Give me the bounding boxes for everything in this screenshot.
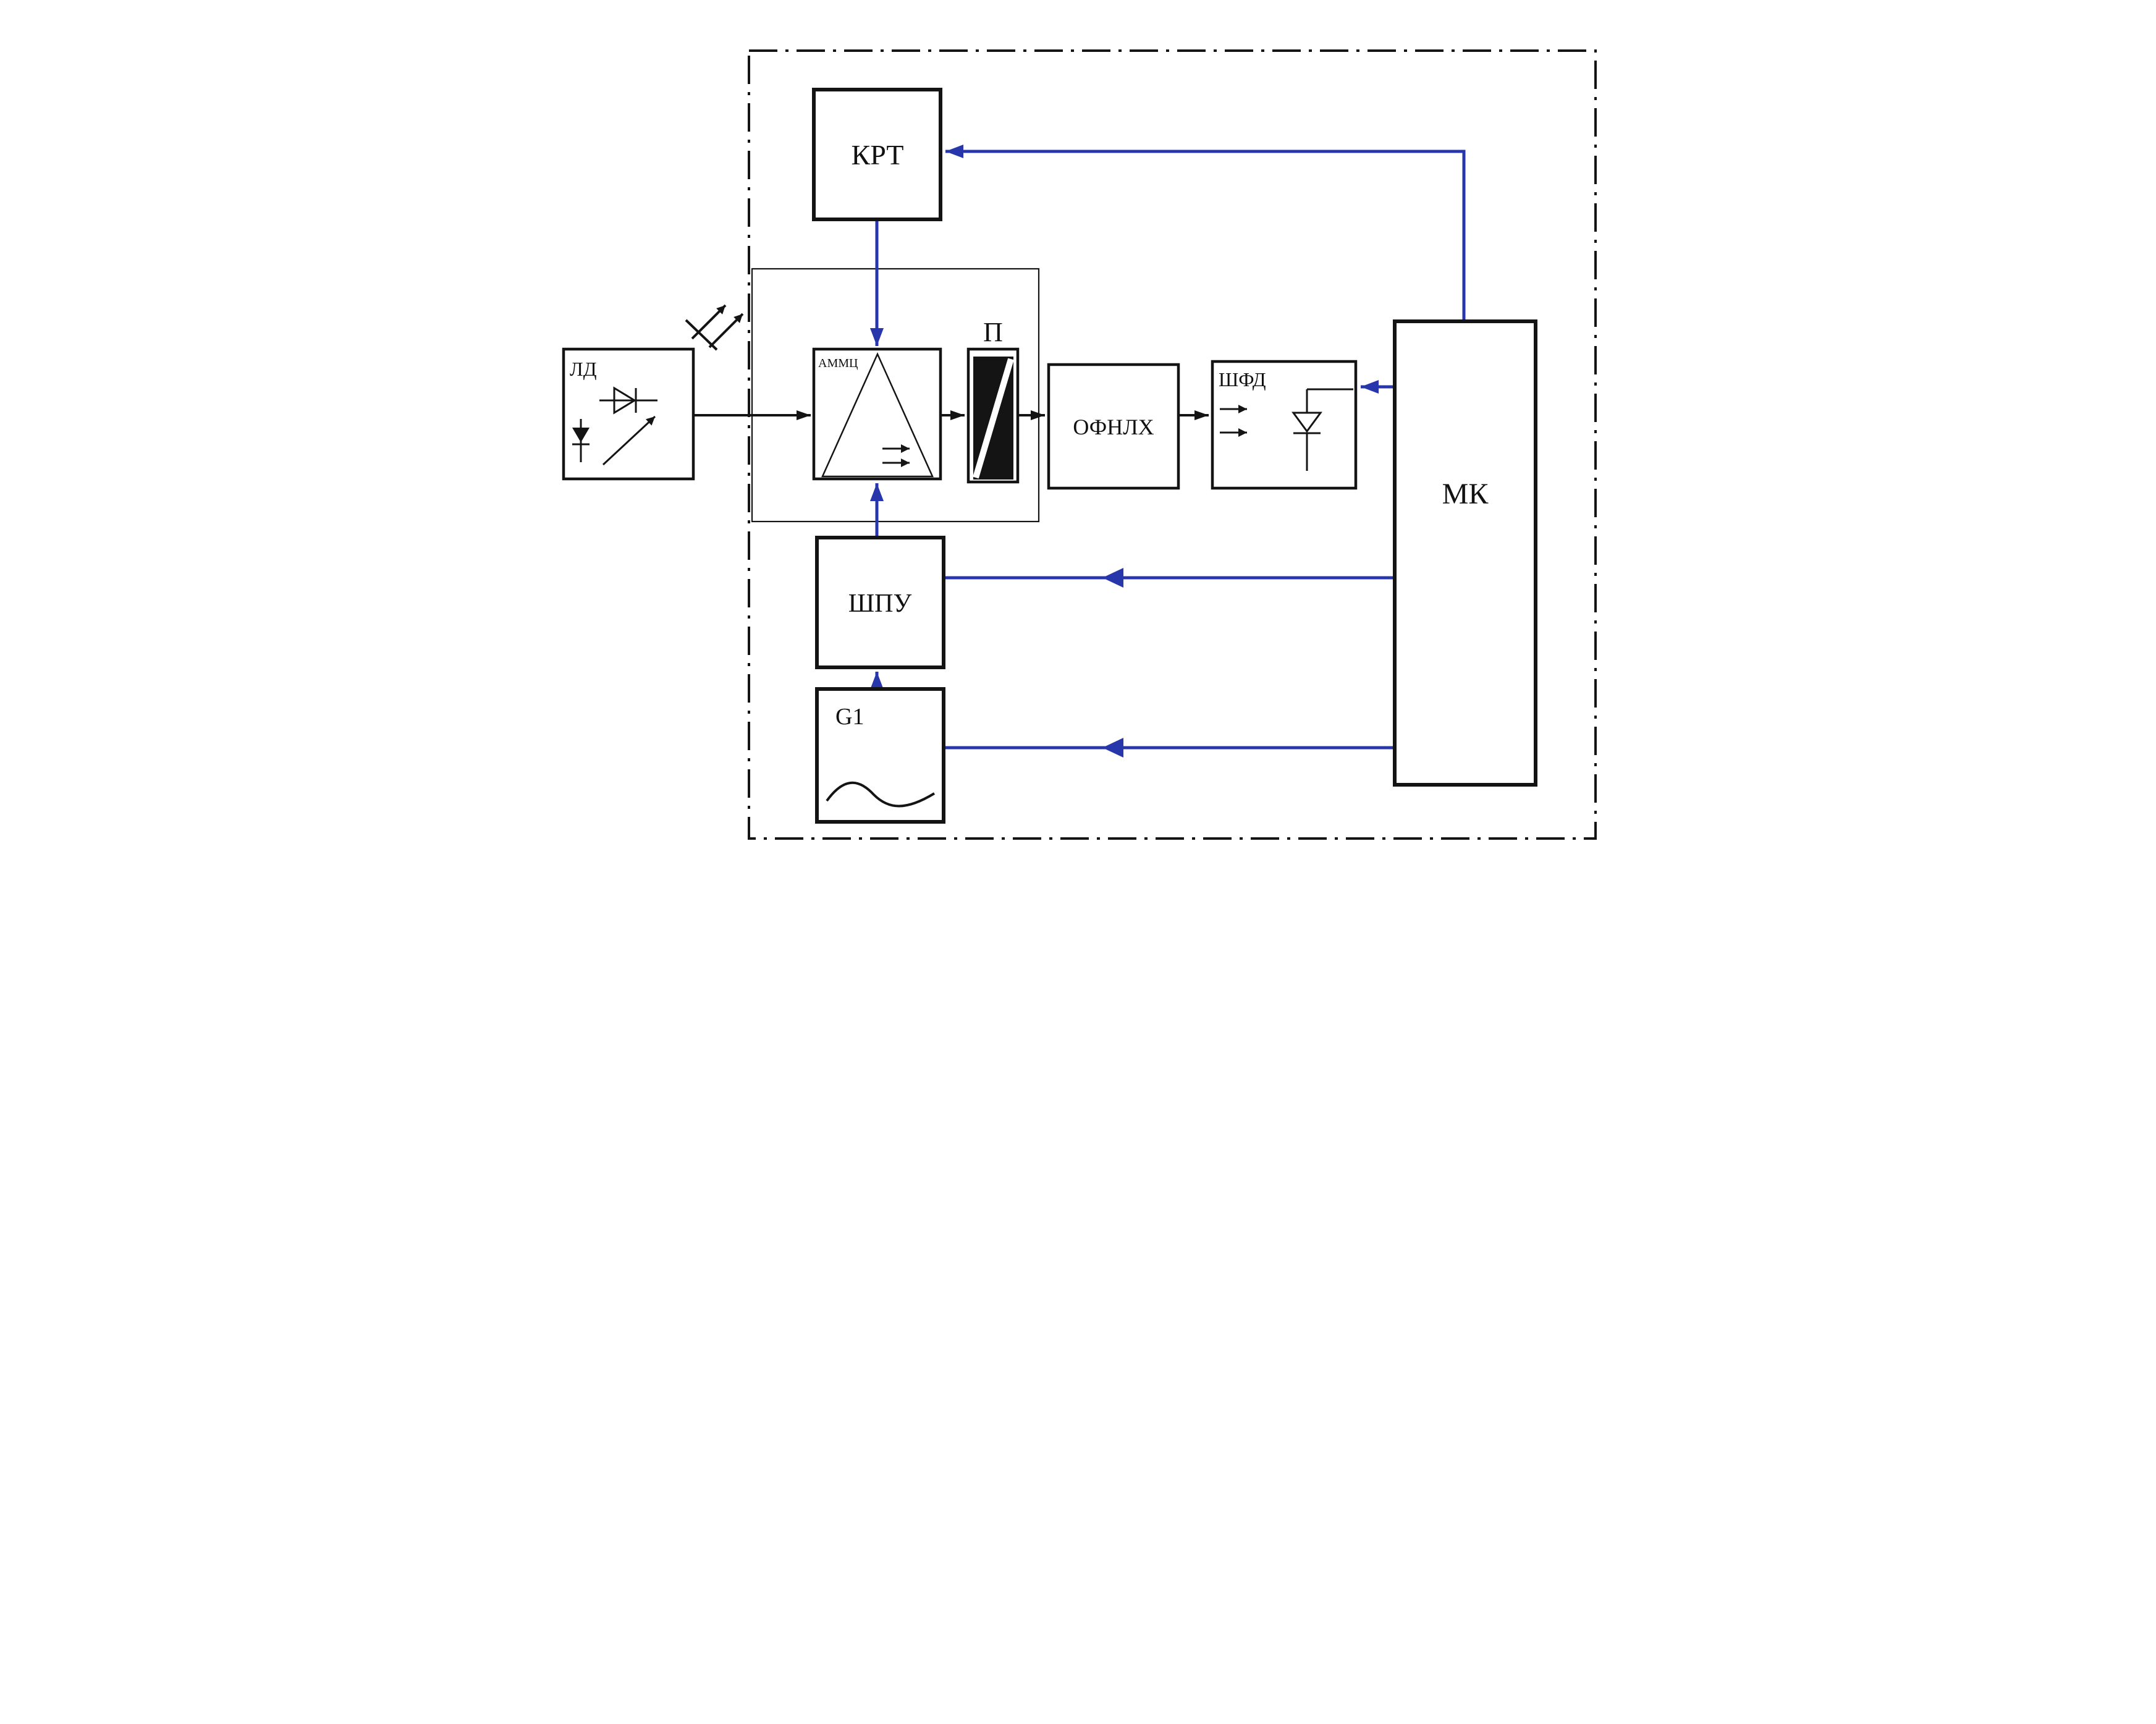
diagram-canvas: КРТ ЛД АММЦ П ОФНЛХ ШФД [539, 0, 1617, 862]
modulator-prism-icon [821, 352, 934, 478]
polarizer-slash [973, 358, 1014, 479]
krt-block: КРТ [812, 88, 942, 221]
ld-internal-arrow [602, 415, 656, 466]
g1-block: G1 [815, 687, 945, 824]
emission-arrow-icon [708, 313, 744, 349]
ld-block: ЛД [562, 347, 695, 481]
optical-module-boundary [751, 268, 1040, 523]
shfd-box [1211, 360, 1358, 490]
ld-box [562, 347, 695, 481]
shpu-box [815, 536, 945, 669]
monitor-diode-icon [572, 428, 590, 442]
ofnlh-block: ОФНЛХ [1047, 363, 1180, 490]
ammc-label: АММЦ [818, 357, 858, 370]
krt-box [812, 88, 942, 221]
arrow-mk-to-krt [945, 145, 1466, 321]
block-diagram-svg: КРТ ЛД АММЦ П ОФНЛХ ШФД [539, 0, 1617, 862]
g1-label: G1 [835, 704, 864, 730]
emission-slash [685, 319, 718, 351]
mk-block: МК [1393, 319, 1537, 787]
shfd-block: ШФД [1211, 360, 1358, 490]
system-boundary [748, 49, 1597, 840]
photodiode-icon [1291, 412, 1322, 433]
polarizer-label: П [983, 317, 1003, 347]
arrowhead-mk-to-shpu [1102, 568, 1123, 588]
ammc-block: АММЦ [812, 347, 942, 481]
ld-label: ЛД [570, 358, 597, 380]
ofnlh-box [1047, 363, 1180, 490]
krt-label: КРТ [852, 139, 904, 171]
mk-label: МК [1442, 478, 1489, 510]
shpu-block: ШПУ [815, 536, 945, 669]
ammc-box [812, 347, 942, 481]
polarizer-block: П [966, 317, 1020, 484]
laser-diode-icon [613, 386, 636, 415]
emission-arrow-icon [691, 304, 727, 340]
sine-wave-icon [826, 781, 936, 808]
shfd-label: ШФД [1219, 368, 1266, 391]
arrowhead-mk-to-g1 [1102, 738, 1123, 758]
mk-box [1393, 319, 1537, 787]
shpu-label: ШПУ [848, 589, 912, 618]
ofnlh-label: ОФНЛХ [1073, 415, 1154, 439]
